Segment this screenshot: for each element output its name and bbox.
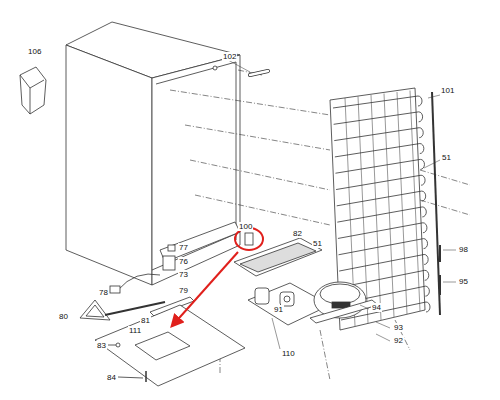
- base-plate: [95, 305, 245, 386]
- leader: [228, 60, 250, 72]
- callout-number: 73: [178, 270, 189, 279]
- coil-wire: [397, 92, 407, 314]
- hole: [213, 66, 217, 70]
- callout-number: 98: [458, 245, 469, 254]
- callout-number: 82: [292, 229, 303, 238]
- cord-80: [80, 300, 110, 320]
- leader: [272, 318, 280, 349]
- screw-83: [116, 343, 120, 347]
- callout-number: 100: [238, 222, 253, 231]
- leader: [376, 322, 390, 328]
- callout-number: 80: [58, 312, 69, 321]
- leader: [118, 377, 143, 378]
- bracket-106: [20, 67, 46, 114]
- compressor-base: [310, 300, 378, 323]
- callout-number: 111: [128, 326, 142, 335]
- part-100: [245, 233, 253, 245]
- leader: [443, 282, 456, 283]
- tray-82: [234, 238, 322, 276]
- pipe: [250, 71, 268, 75]
- bracket-edge: [20, 75, 44, 88]
- leader: [424, 160, 440, 168]
- callout-number: 93: [393, 323, 404, 332]
- leader: [360, 305, 369, 309]
- pipe: [250, 71, 268, 75]
- condenser-tube: [432, 92, 440, 315]
- leader: [108, 345, 116, 346]
- leader: [376, 334, 390, 341]
- assembly-line: [170, 90, 330, 115]
- tube: [439, 245, 441, 262]
- bracket-edge: [30, 88, 31, 114]
- overload-91: [280, 292, 294, 306]
- cabinet-side: [152, 55, 240, 285]
- pipe-102: [250, 71, 268, 75]
- assembly-line: [195, 195, 330, 225]
- coil-winding: [333, 96, 422, 108]
- cabinet-front: [66, 45, 152, 285]
- callout-number: 110: [281, 349, 296, 358]
- coil-wire: [410, 91, 420, 312]
- callout-number: 84: [106, 373, 117, 382]
- highlight-arrow: [172, 252, 238, 326]
- coil-winding: [336, 175, 425, 189]
- callout-number: 95: [458, 277, 469, 286]
- coil-wire: [371, 95, 381, 320]
- coil-winding: [335, 144, 424, 157]
- compressor-top: [320, 284, 360, 304]
- assembly-line: [190, 160, 330, 190]
- coil-winding: [337, 207, 426, 222]
- bracket: [20, 67, 46, 114]
- callout-number: 51: [312, 239, 323, 248]
- coil-winding: [337, 191, 426, 206]
- callout-number: 77: [178, 243, 189, 252]
- callout-number: 76: [178, 257, 189, 266]
- coil-winding: [335, 159, 424, 173]
- coil-winding: [334, 112, 423, 124]
- cabinet-edge: [156, 62, 236, 240]
- callout-number: 81: [140, 316, 151, 325]
- base-plate-outline: [95, 305, 245, 386]
- callout-number: 101: [440, 86, 455, 95]
- coil-wire: [384, 94, 394, 318]
- plug-78: [110, 286, 120, 293]
- callout-number: 92: [393, 336, 404, 345]
- assembly-line: [320, 330, 330, 380]
- callout-number: 51: [441, 153, 452, 162]
- highlight-circle: [235, 228, 263, 250]
- part-77: [168, 245, 175, 251]
- cabinet: [66, 22, 240, 285]
- callout-number: 79: [178, 286, 189, 295]
- coil-winding: [334, 128, 423, 141]
- cord: [118, 274, 160, 290]
- part-76: [163, 256, 175, 270]
- base-plate-cutout: [135, 332, 190, 360]
- overload-terminal: [284, 296, 290, 302]
- callout-number: 94: [371, 303, 382, 312]
- assembly-line: [185, 125, 330, 150]
- callout-number: 102: [222, 52, 237, 61]
- cord-inner: [86, 305, 104, 317]
- leader: [428, 95, 440, 98]
- relay: [255, 288, 269, 304]
- screw-84: [145, 371, 147, 382]
- callout-number: 91: [273, 305, 284, 314]
- assembly-line: [420, 170, 470, 185]
- callout-number: 83: [96, 341, 107, 350]
- leader: [443, 250, 456, 251]
- tube: [439, 275, 441, 295]
- assembly-line: [420, 200, 470, 215]
- compressor: [248, 282, 378, 325]
- callout-number: 106: [27, 47, 42, 56]
- tray-inner: [240, 243, 316, 272]
- callout-number: 78: [98, 288, 109, 297]
- leader-lines: [228, 60, 456, 349]
- right-parts: [440, 245, 441, 295]
